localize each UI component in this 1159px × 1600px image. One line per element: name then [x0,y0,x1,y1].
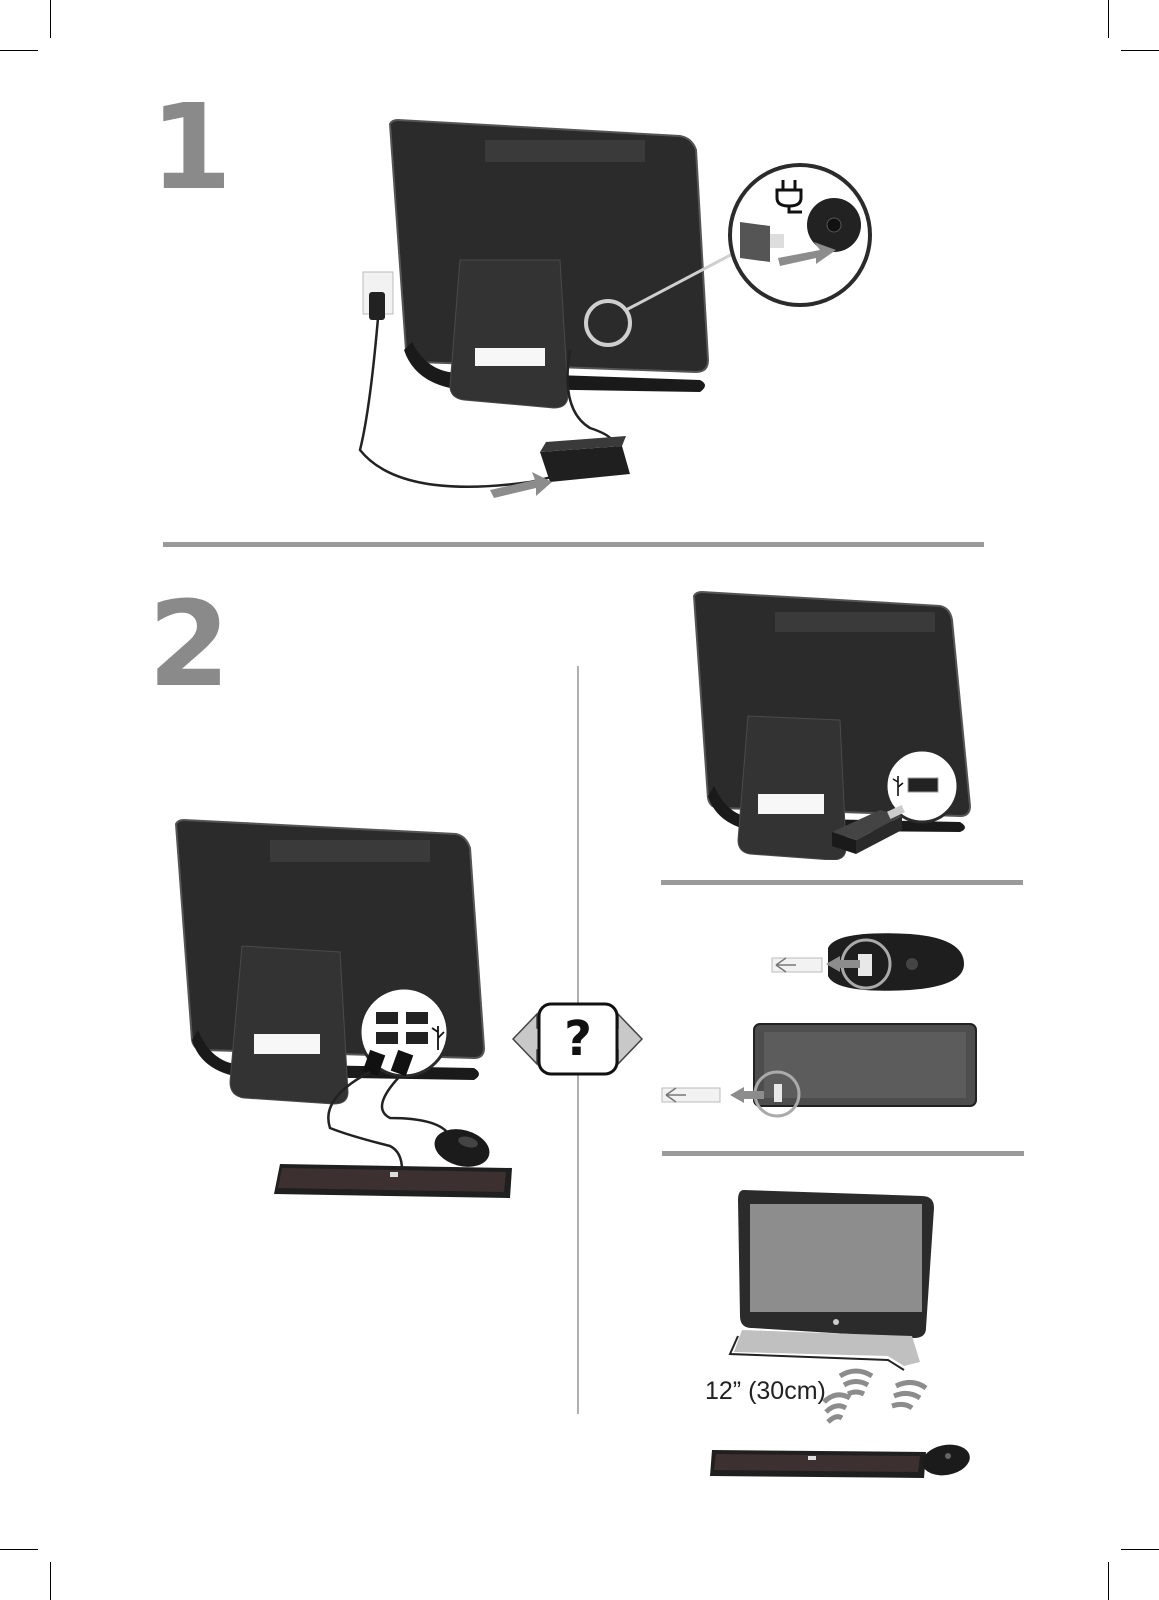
distance-label: 12” (30cm) [705,1377,826,1406]
wireless-receiver-illustration [690,590,990,860]
crop-mark [0,1549,38,1550]
wired-connection-illustration [170,818,515,1208]
pull-tab [772,958,822,972]
power-port-callout [730,165,870,305]
wall-outlet [363,272,393,320]
wireless-keyboard [710,1450,926,1478]
crop-mark [50,1562,51,1600]
usb-ports-callout [360,988,448,1076]
battery-tab-illustration [660,920,990,1125]
wireless-proximity-illustration [708,1180,978,1485]
crop-mark [0,50,38,51]
power-connection-illustration [340,110,900,530]
mouse-cable [382,1076,450,1136]
option-divider [661,880,1023,885]
crop-mark [1121,1549,1159,1550]
crop-mark [1108,0,1109,38]
step-number-2: 2 [148,585,230,703]
wireless-mouse [920,1441,972,1479]
crop-mark [1121,50,1159,51]
option-divider [662,1151,1024,1156]
wireless-signal-icon [892,1382,926,1408]
choice-question-mark: ? [539,1004,617,1074]
step-number-1: 1 [150,88,232,206]
pull-tab [662,1088,720,1102]
mouse [430,1123,493,1172]
computer-back [390,120,708,408]
section-divider [163,542,984,547]
crop-mark [1108,1562,1109,1600]
keyboard [274,1164,512,1198]
power-adapter [540,436,630,482]
computer-front [730,1190,934,1370]
wireless-signal-icon [824,1395,850,1422]
wireless-signal-icon [840,1371,872,1394]
crop-mark [50,0,51,38]
keyboard-underside [754,1024,976,1116]
option-choice-indicator: ? [511,1000,644,1078]
